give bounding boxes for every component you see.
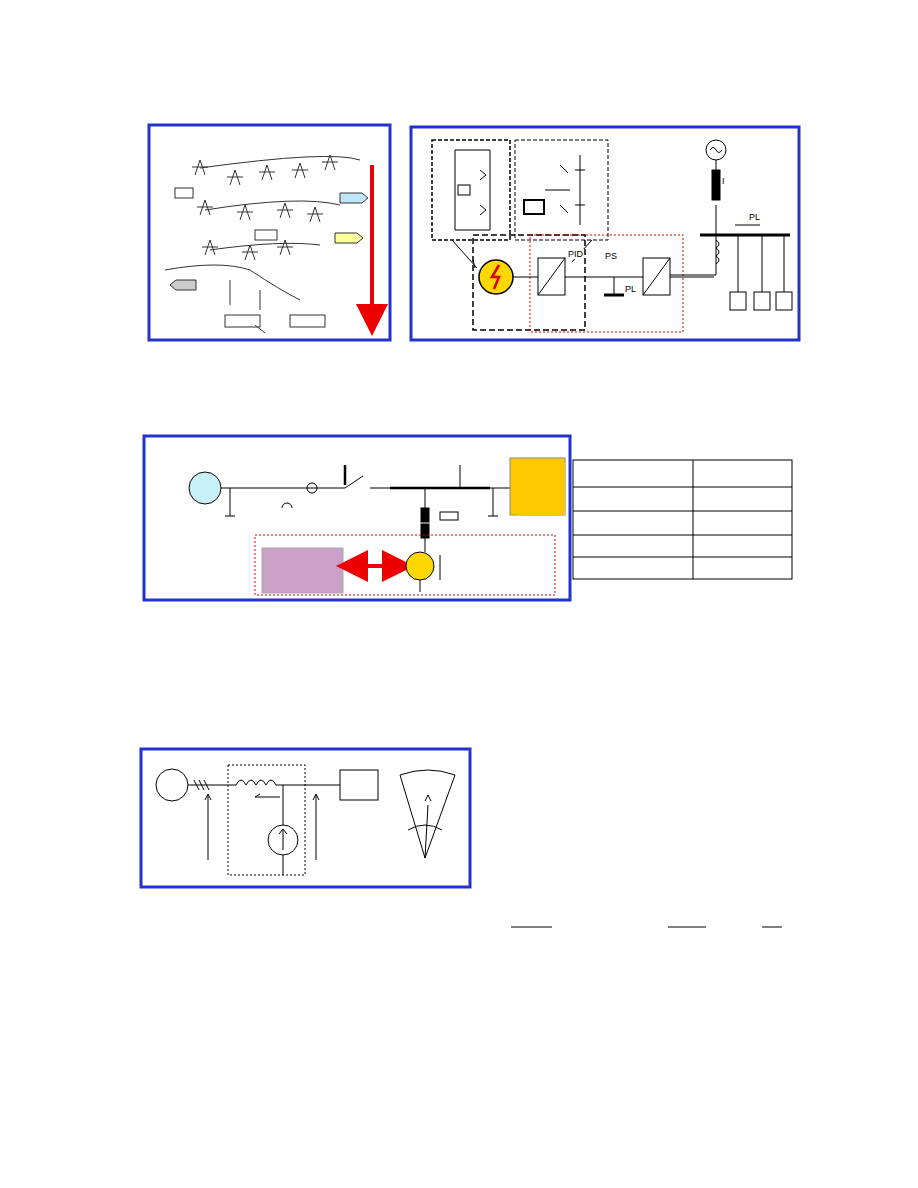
equivalent-circuit xyxy=(141,749,470,887)
signal-label: PID xyxy=(567,249,584,259)
storage-circuit xyxy=(411,127,799,340)
grid-sketch xyxy=(149,125,390,340)
fraction-bar xyxy=(511,927,782,928)
signal-label: PS xyxy=(604,251,618,261)
signal-label: PL xyxy=(748,212,761,222)
signal-label: I xyxy=(721,176,726,186)
data-table xyxy=(573,460,792,579)
signal-label: PL xyxy=(624,284,637,294)
network-diagram xyxy=(144,436,792,600)
